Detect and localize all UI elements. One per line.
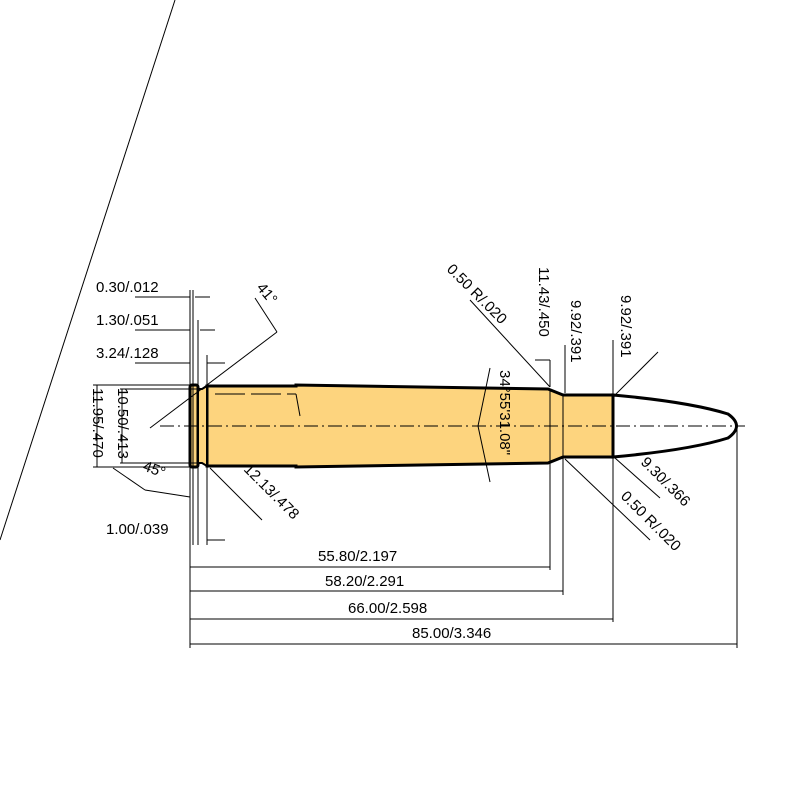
taper-mark xyxy=(295,393,301,417)
length-dimension-lines xyxy=(190,566,737,645)
label-case-length: 66.00/2.598 xyxy=(348,600,427,617)
label-rim-diameter: 11.95/.470 xyxy=(89,388,106,458)
extension-lines xyxy=(93,290,738,648)
label-rim-groove: 1.30/.051 xyxy=(96,312,159,329)
label-shoulder-angle: 34°55'31.08" xyxy=(496,370,513,455)
label-rim-thickness: 0.30/.012 xyxy=(96,279,159,296)
label-groove-angle: 41° xyxy=(253,280,281,308)
label-rim-angle: 45° xyxy=(141,458,168,482)
label-shoulder-diameter: 11.43/.450 xyxy=(535,267,552,337)
label-base-diameter: 12.13/.478 xyxy=(240,461,302,523)
label-groove-diameter: 10.50/.413 xyxy=(114,388,131,459)
leader-lines xyxy=(0,0,661,541)
label-extractor-groove: 3.24/.128 xyxy=(96,345,159,362)
label-length-to-shoulder: 55.80/2.197 xyxy=(318,548,397,565)
label-shoulder-radius: 0.50 R/.020 xyxy=(443,261,510,328)
label-neck-diameter-rear: 9.92/.391 xyxy=(567,300,584,363)
label-neck-diameter-front: 9.92/.391 xyxy=(617,295,634,358)
label-bullet-diameter: 9.30/.366 xyxy=(637,454,693,510)
label-rim-chamfer: 1.00/.039 xyxy=(106,521,169,538)
label-overall-length: 85.00/3.346 xyxy=(412,625,491,642)
label-length-to-neck: 58.20/2.291 xyxy=(325,573,404,590)
